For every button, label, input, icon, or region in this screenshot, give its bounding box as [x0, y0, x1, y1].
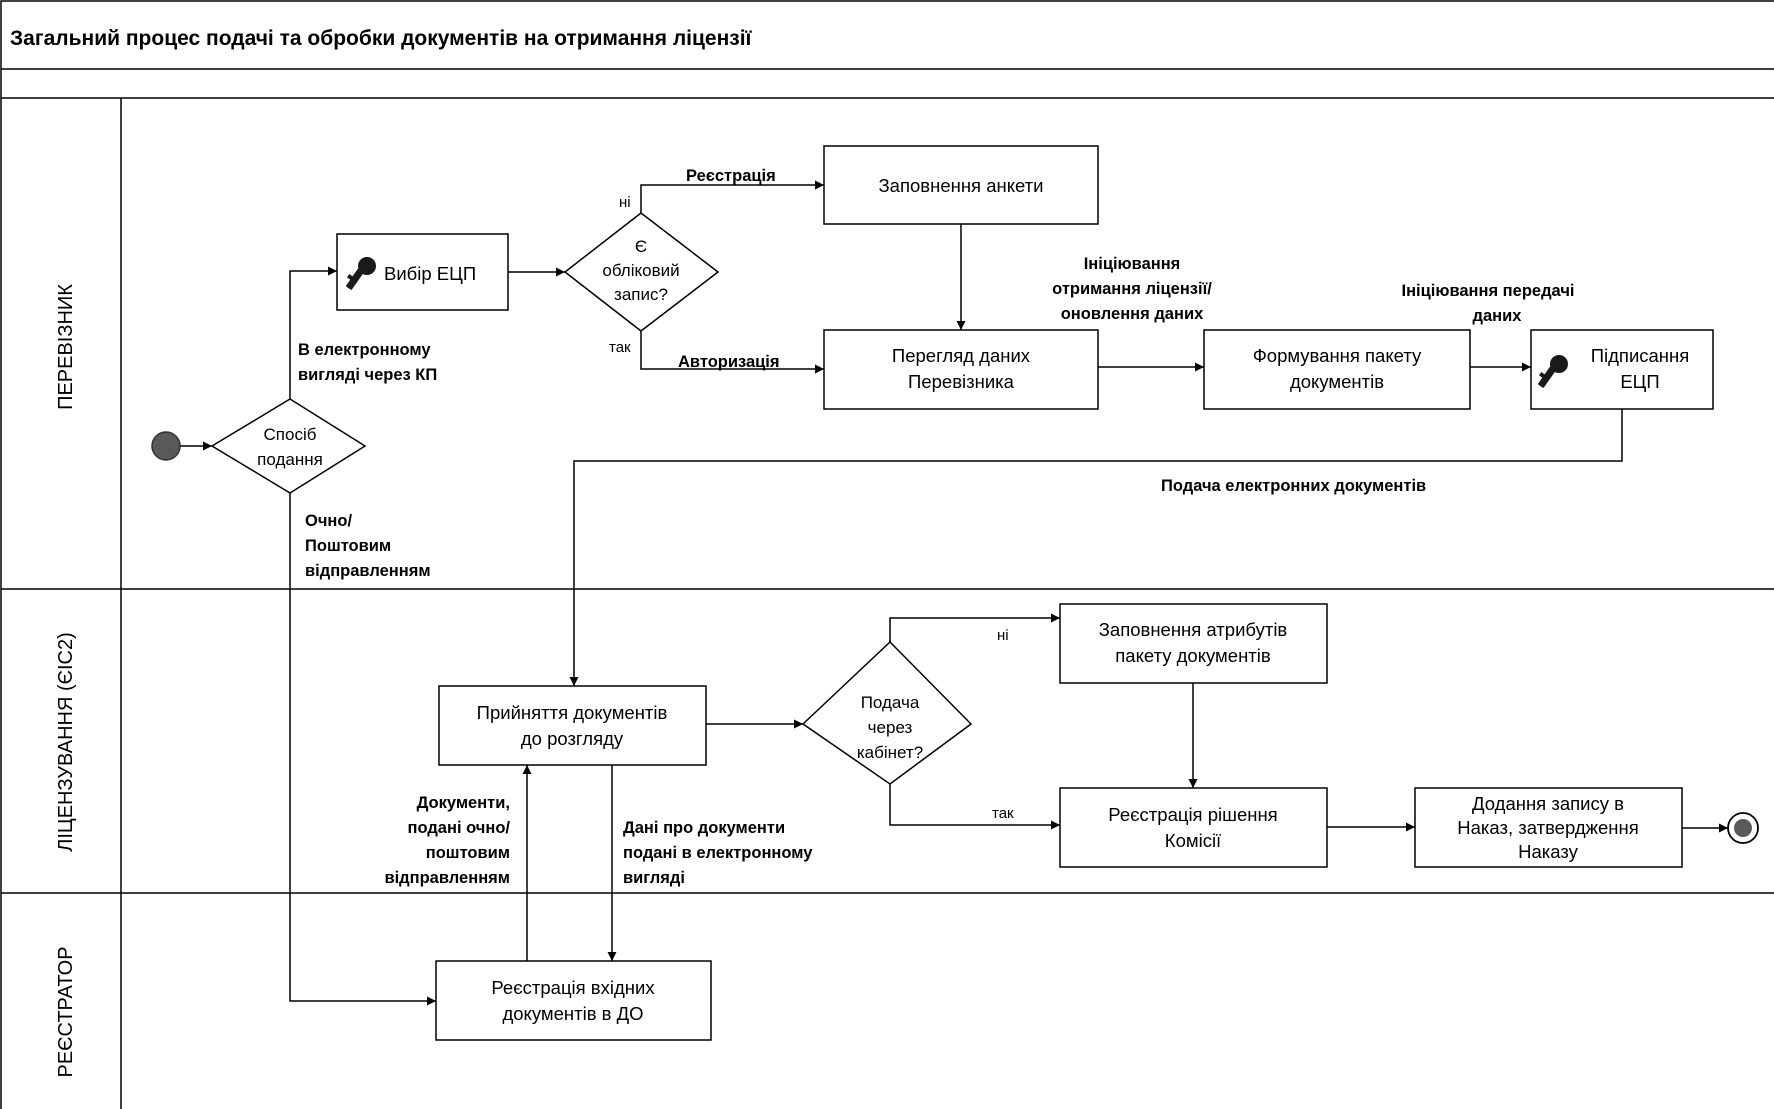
key-icon — [346, 257, 376, 290]
licensing-lane-flows-visible — [889, 613, 1728, 833]
label-docs-electronic-1: Дані про документи — [623, 819, 785, 837]
decision-via-cabinet: Подача через кабінет? — [801, 640, 973, 785]
end-event-icon — [1727, 812, 1759, 844]
label-account-yes: так — [609, 339, 631, 356]
svg-text:Перегляд даних: Перегляд даних — [892, 345, 1031, 366]
diagram-title: Загальний процес подачі та обробки докум… — [10, 27, 753, 50]
label-electronic-via-cabinet-1: В електронному — [298, 341, 431, 359]
svg-text:подання: подання — [257, 450, 323, 469]
svg-text:Перевізника: Перевізника — [908, 371, 1015, 392]
svg-text:Реєстрація вхідних: Реєстрація вхідних — [491, 977, 655, 998]
connectors — [180, 180, 1623, 1006]
svg-text:Спосіб: Спосіб — [264, 425, 317, 444]
flow-method-to-signature — [289, 266, 337, 399]
label-in-person-3: відправленням — [305, 562, 431, 580]
svg-text:Додання запису в: Додання запису в — [1472, 793, 1624, 814]
task-fill-attributes: Заповнення атрибутів пакету документів — [1059, 603, 1328, 684]
flow-cabinet-yes-to-register-decision — [889, 784, 1060, 830]
label-account-no: ні — [619, 194, 631, 211]
svg-text:Заповнення атрибутів: Заповнення атрибутів — [1099, 619, 1288, 640]
label-in-person-2: Поштовим — [305, 537, 391, 555]
lane-label-carrier: ПЕРЕВІЗНИК — [55, 284, 77, 410]
svg-text:через: через — [868, 718, 913, 737]
svg-text:пакету документів: пакету документів — [1115, 645, 1271, 666]
label-docs-in-person-2: подані очно/ — [408, 819, 511, 837]
task-add-record: Додання запису в Наказ, затвердження Нак… — [1414, 787, 1683, 868]
start-event-icon — [151, 431, 181, 461]
decision-account-exists: Є обліковий запис? — [563, 212, 720, 332]
flow-method-post-to-register — [289, 493, 436, 1006]
flow-cabinet-no-to-fill-attributes-visible — [889, 613, 1060, 642]
svg-text:до розгляду: до розгляду — [521, 728, 624, 749]
label-docs-in-person-4: відправленням — [384, 869, 510, 887]
task-accept-documents: Прийняття документів до розгляду — [438, 685, 707, 766]
task-fill-form: Заповнення анкети — [823, 145, 1099, 225]
label-docs-in-person-3: поштовим — [426, 844, 510, 862]
flow-account-no-to-form — [640, 180, 824, 213]
svg-text:документів в ДО: документів в ДО — [502, 1003, 643, 1024]
flow-account-yes-to-view — [640, 331, 824, 374]
label-authorization: Авторизація — [678, 353, 780, 371]
label-submit-electronic: Подача електронних документів — [1161, 477, 1426, 495]
task-sign-signature: Підписання ЕЦП — [1530, 329, 1714, 410]
svg-text:Подача: Подача — [861, 693, 920, 712]
label-initiate-license-2: отримання ліцензії/ — [1052, 280, 1212, 298]
label-initiate-transfer-1: Ініціювання передачі — [1401, 282, 1574, 300]
svg-text:Є: Є — [635, 237, 647, 256]
label-initiate-transfer-2: даних — [1473, 307, 1523, 325]
key-icon — [1538, 355, 1568, 388]
svg-text:Прийняття документів: Прийняття документів — [477, 702, 668, 723]
svg-text:Вибір ЕЦП: Вибір ЕЦП — [384, 263, 476, 284]
label-docs-electronic-3: вигляді — [623, 869, 685, 887]
svg-text:Підписання: Підписання — [1591, 345, 1690, 366]
svg-text:Наказ, затвердження: Наказ, затвердження — [1457, 817, 1639, 838]
task-register-decision: Реєстрація рішення Комісії — [1059, 787, 1328, 868]
svg-text:ЕЦП: ЕЦП — [1620, 371, 1659, 392]
label-registration: Реєстрація — [686, 167, 776, 185]
label-initiate-license-3: оновлення даних — [1061, 305, 1204, 323]
svg-text:кабінет?: кабінет? — [857, 743, 923, 762]
label-cabinet-yes: так — [992, 805, 1014, 822]
svg-text:Заповнення анкети: Заповнення анкети — [879, 175, 1044, 196]
label-docs-in-person-1: Документи, — [417, 794, 510, 812]
label-electronic-via-cabinet-2: вигляді через КП — [298, 366, 437, 384]
label-in-person-1: Очно/ — [305, 512, 352, 530]
svg-text:Комісії: Комісії — [1165, 830, 1221, 851]
svg-text:Наказу: Наказу — [1518, 841, 1579, 862]
label-docs-electronic-2: подані в електронному — [623, 844, 813, 862]
edge-labels: ні так Реєстрація Авторизація В електрон… — [298, 167, 1575, 887]
task-form-package: Формування пакету документів — [1203, 329, 1471, 410]
decision-submission-method: Спосіб подання — [210, 398, 367, 494]
svg-text:запис?: запис? — [614, 285, 668, 304]
label-cabinet-no: ні — [997, 627, 1009, 644]
svg-text:документів: документів — [1290, 371, 1384, 392]
task-register-incoming: Реєстрація вхідних документів в ДО — [435, 960, 712, 1041]
svg-text:обліковий: обліковий — [602, 261, 679, 280]
svg-text:Формування пакету: Формування пакету — [1253, 345, 1422, 366]
svg-text:Реєстрація рішення: Реєстрація рішення — [1108, 804, 1277, 825]
lane-label-registrar: РЕЄСТРАТОР — [55, 946, 77, 1077]
lane-label-licensing: ЛІЦЕНЗУВАННЯ (ЄІС2) — [55, 632, 77, 852]
label-initiate-license-1: Ініціювання — [1084, 255, 1181, 273]
task-view-carrier-data: Перегляд даних Перевізника — [823, 329, 1099, 410]
task-choose-signature: Вибір ЕЦП — [336, 233, 509, 311]
flow-sign-to-accept — [569, 409, 1623, 686]
